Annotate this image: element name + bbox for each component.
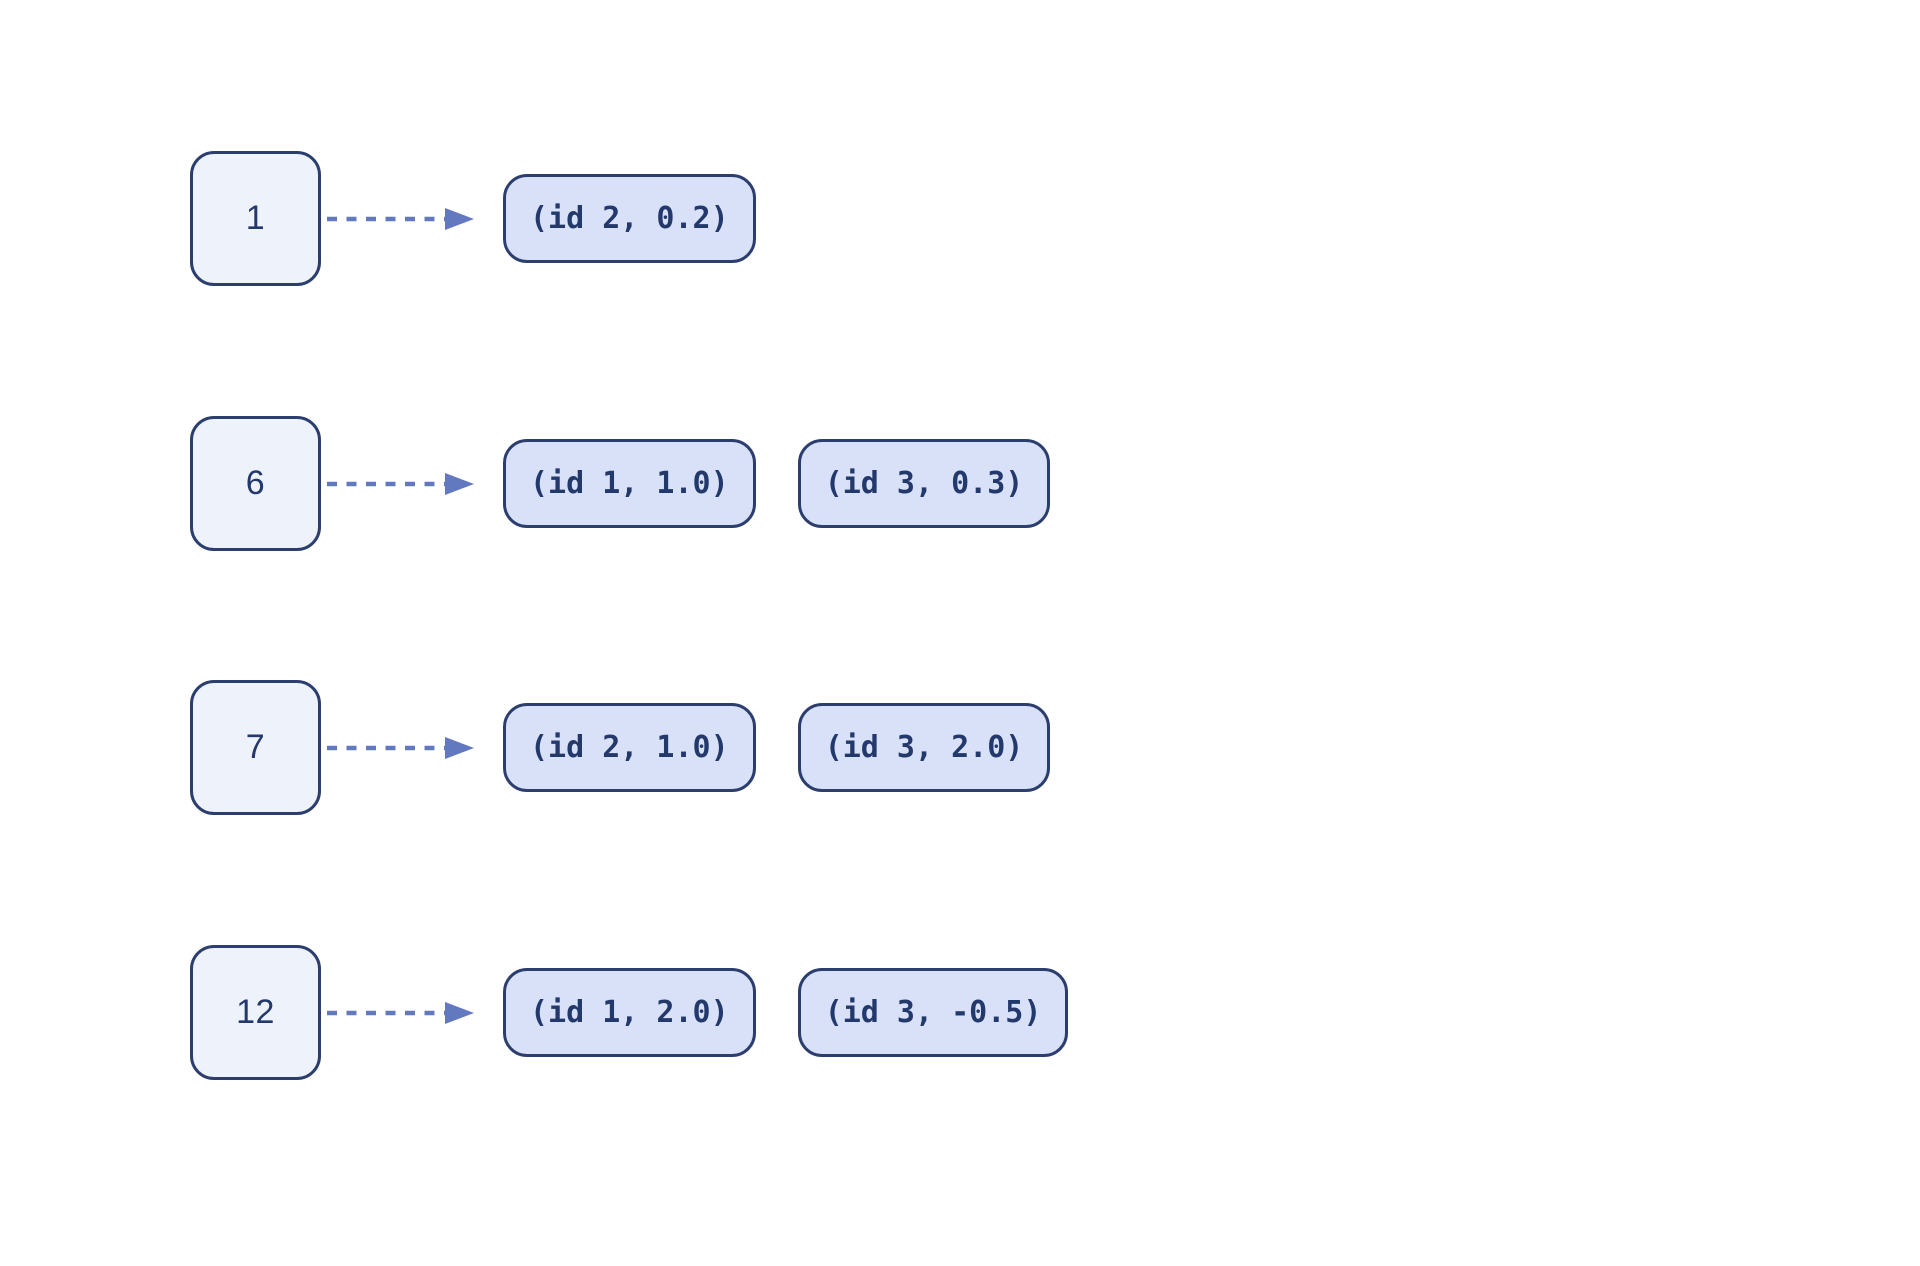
posting-list: (id 1, 1.0) (id 3, 0.3) [503,439,1051,528]
posting-pill: (id 3, 2.0) [797,703,1051,792]
index-row-2: 6 (id 1, 1.0) (id 3, 0.3) [190,416,1051,551]
posting-label: (id 3, 2.0) [824,730,1024,765]
posting-pill: (id 1, 1.0) [503,439,756,528]
posting-pill: (id 3, 0.3) [797,439,1051,528]
posting-label: (id 1, 2.0) [530,995,729,1030]
key-label: 6 [245,464,266,502]
dashed-arrow-icon [327,207,474,230]
dashed-arrow-icon [327,736,474,759]
key-label: 12 [236,993,275,1031]
posting-label: (id 1, 1.0) [530,466,729,501]
key-node: 7 [190,680,321,815]
key-label: 7 [245,728,266,766]
key-node: 1 [190,151,321,286]
posting-pill: (id 2, 1.0) [503,703,756,792]
index-row-1: 1 (id 2, 0.2) [190,151,756,286]
key-node: 6 [190,416,321,551]
posting-label: (id 3, -0.5) [824,995,1042,1030]
posting-pill: (id 3, -0.5) [797,968,1069,1057]
key-label: 1 [245,199,266,237]
posting-label: (id 2, 0.2) [530,201,729,236]
dashed-arrow-icon [327,472,474,495]
posting-list: (id 2, 0.2) [503,174,756,263]
posting-label: (id 2, 1.0) [530,730,729,765]
key-node: 12 [190,945,321,1080]
posting-pill: (id 1, 2.0) [503,968,756,1057]
posting-pill: (id 2, 0.2) [503,174,756,263]
posting-list: (id 2, 1.0) (id 3, 2.0) [503,703,1051,792]
index-row-3: 7 (id 2, 1.0) (id 3, 2.0) [190,680,1051,815]
posting-list: (id 1, 2.0) (id 3, -0.5) [503,968,1069,1057]
dashed-arrow-icon [327,1001,474,1024]
posting-label: (id 3, 0.3) [824,466,1024,501]
index-row-4: 12 (id 1, 2.0) (id 3, -0.5) [190,945,1069,1080]
